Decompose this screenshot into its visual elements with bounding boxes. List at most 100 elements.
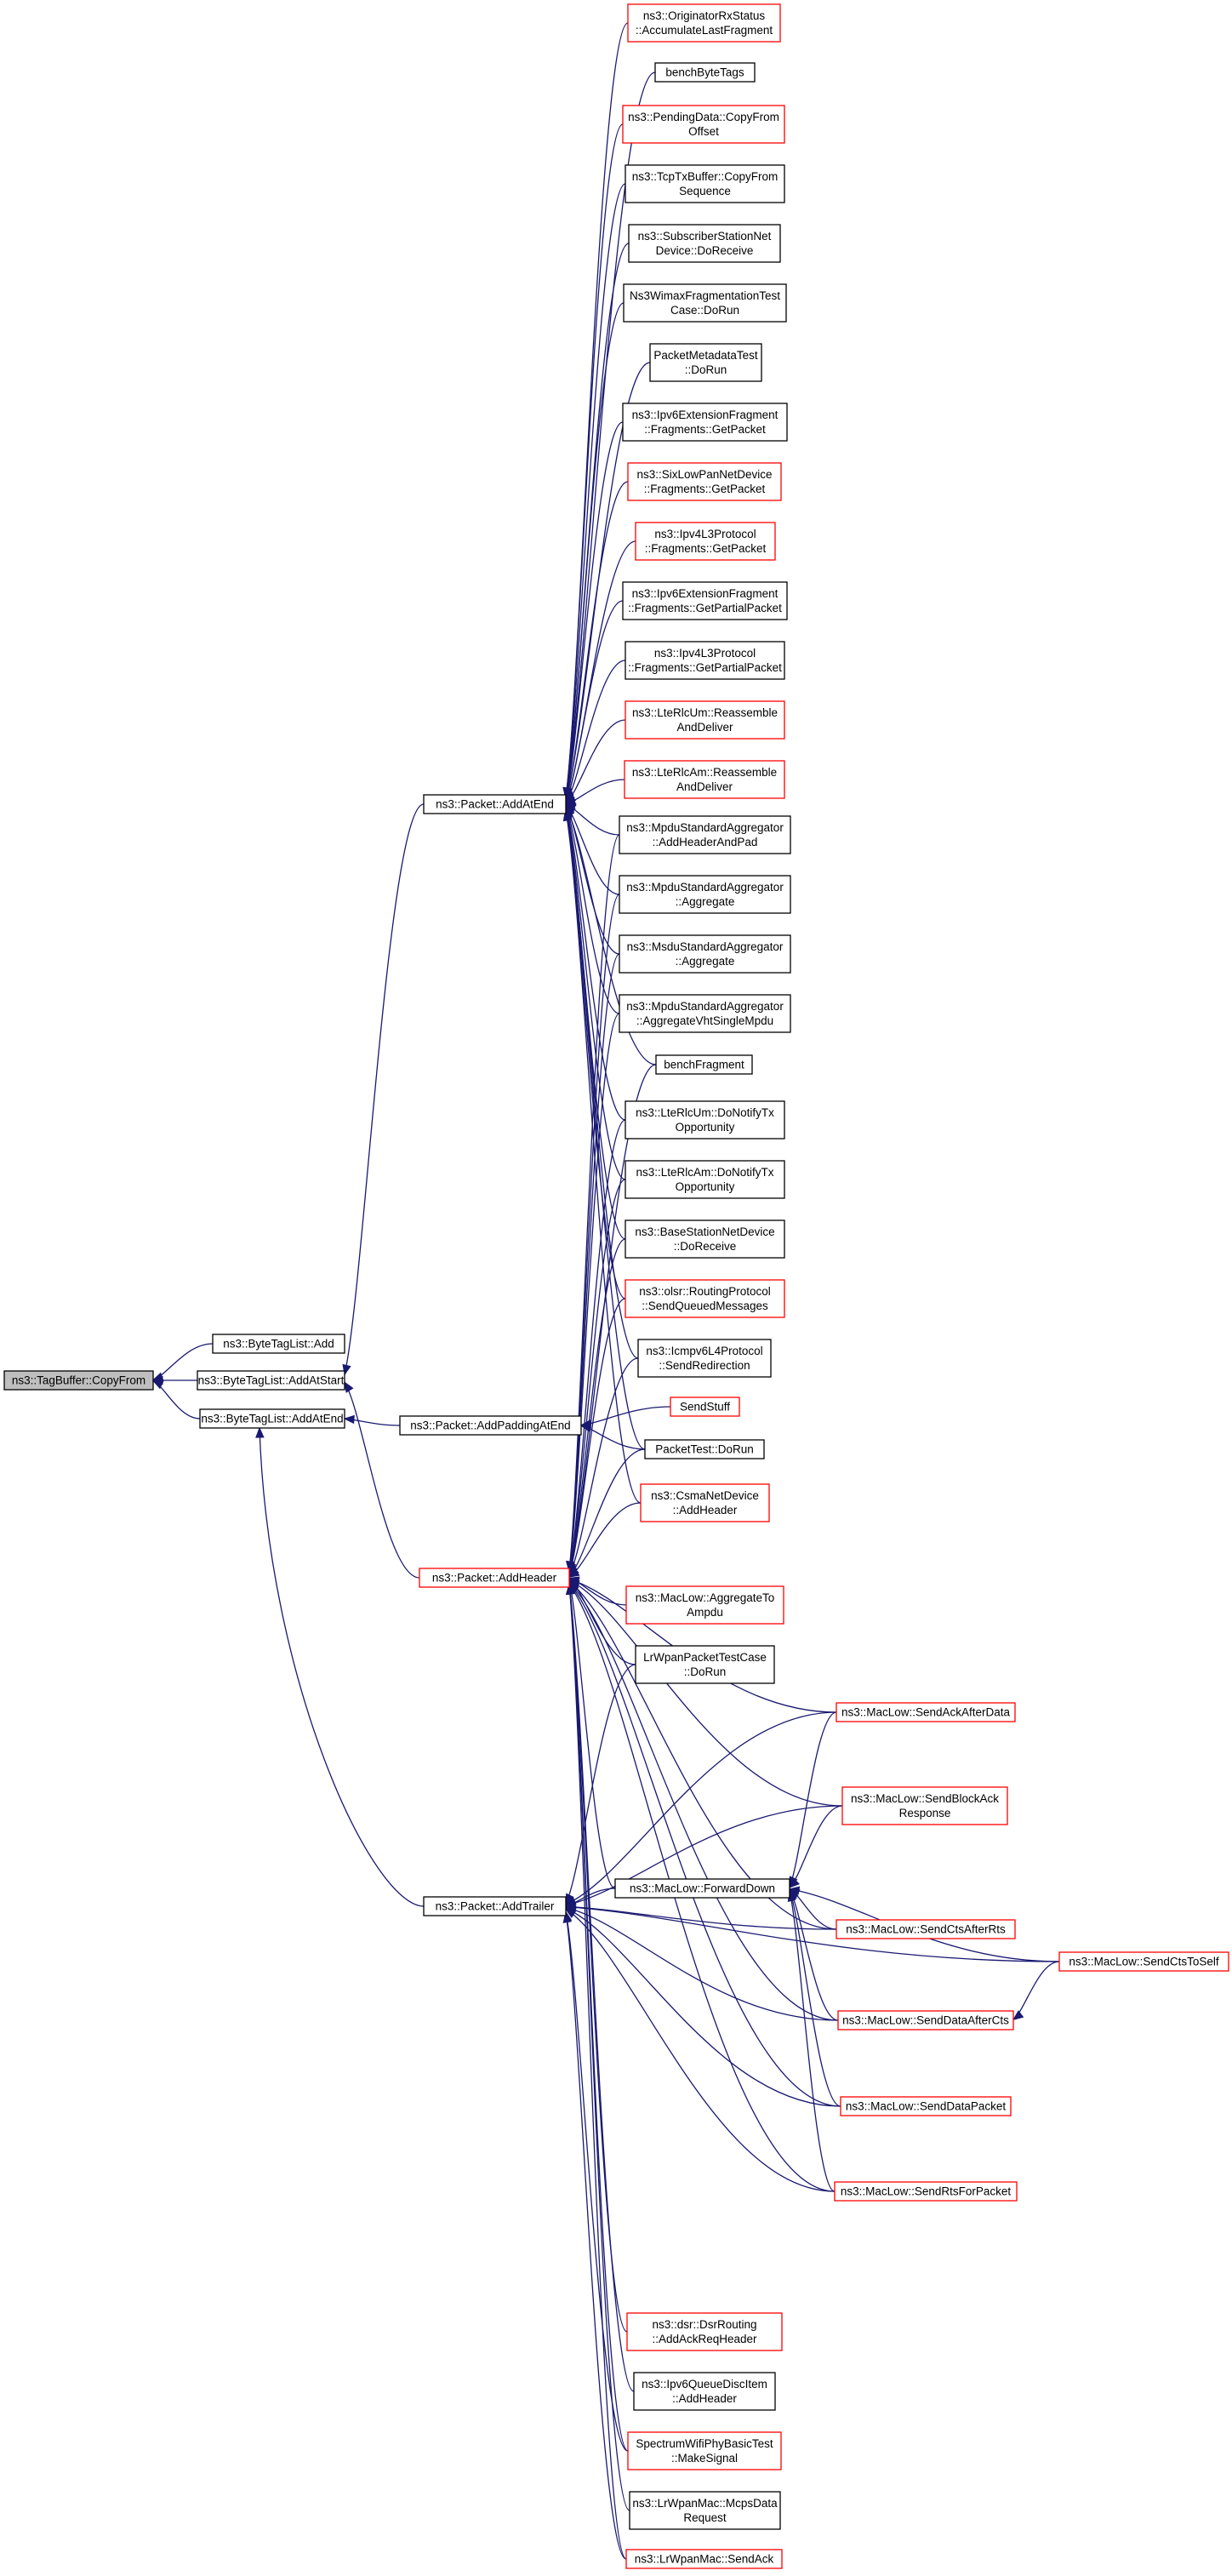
node-box: [640, 1483, 770, 1522]
node-box: [619, 815, 791, 854]
node-label: ns3::BaseStationNetDevice: [635, 1225, 774, 1238]
node-label: Device::DoReceive: [656, 244, 754, 257]
node-box: [199, 1408, 345, 1429]
node-box: [625, 1279, 785, 1318]
edge-n6-to-n2: [344, 1381, 420, 1579]
node-n44[interactable]: ns3::MacLow::SendRtsForPacket: [834, 2181, 1018, 2202]
node-n4[interactable]: ns3::Packet::AddAtEnd: [423, 794, 567, 814]
node-n29[interactable]: ns3::BaseStationNetDevice::DoReceive: [625, 1219, 785, 1259]
node-box: [629, 2491, 781, 2530]
node-label: PacketTest::DoRun: [655, 1443, 754, 1456]
node-n30[interactable]: ns3::olsr::RoutingProtocol::SendQueuedMe…: [625, 1279, 785, 1318]
node-n26[interactable]: benchFragment: [655, 1054, 753, 1075]
edge-n37-to-n7: [565, 1711, 837, 1905]
node-n3[interactable]: ns3::ByteTagList::AddAtEnd: [199, 1408, 345, 1429]
edge-n39-to-n6: [568, 1580, 616, 1889]
node-n25[interactable]: ns3::MpduStandardAggregator::AggregateVh…: [619, 994, 791, 1033]
node-box: [619, 934, 791, 974]
node-label: ns3::olsr::RoutingProtocol: [639, 1285, 771, 1298]
node-n15[interactable]: ns3::Ipv6ExtensionFragment::Fragments::G…: [622, 403, 788, 442]
edge-n28-to-n4: [565, 808, 626, 1180]
node-n43[interactable]: ns3::MacLow::SendDataPacket: [840, 2096, 1012, 2116]
node-n49[interactable]: ns3::LrWpanMac::SendAck: [625, 2549, 783, 2569]
node-box: [841, 1786, 1008, 1825]
node-box: [1058, 1951, 1229, 1972]
edge-n31-to-n6: [568, 1357, 639, 1576]
node-n8[interactable]: ns3::OriginatorRxStatus::AccumulateLastF…: [627, 3, 781, 43]
node-label: LrWpanPacketTestCase: [643, 1651, 767, 1664]
node-label: ns3::MacLow::SendRtsForPacket: [841, 2185, 1012, 2198]
call-edges: [151, 22, 1060, 2560]
node-n7[interactable]: ns3::Packet::AddTrailer: [423, 1896, 567, 1916]
node-n5[interactable]: ns3::Packet::AddPaddingAtEnd: [399, 1415, 582, 1436]
node-n45[interactable]: ns3::dsr::DsrRouting::AddAckReqHeader: [626, 2312, 783, 2351]
node-n36[interactable]: LrWpanPacketTestCase::DoRun: [635, 1645, 775, 1684]
node-box: [625, 1585, 784, 1625]
node-box: [626, 2312, 783, 2351]
node-label: Request: [683, 2511, 727, 2524]
node-n41[interactable]: ns3::MacLow::SendCtsToSelf: [1058, 1951, 1229, 1972]
node-n23[interactable]: ns3::MpduStandardAggregator::Aggregate: [619, 875, 791, 914]
node-label: ns3::ByteTagList::AddAtEnd: [201, 1413, 343, 1425]
arrowhead: [151, 1379, 164, 1390]
node-n37[interactable]: ns3::MacLow::SendAckAfterData: [836, 1702, 1016, 1722]
node-n42[interactable]: ns3::MacLow::SendDataAfterCts: [837, 2010, 1014, 2031]
node-n16[interactable]: ns3::SixLowPanNetDevice::Fragments::GetP…: [627, 462, 782, 501]
node-box: [644, 1439, 765, 1459]
node-n14[interactable]: PacketMetadataTest::DoRun: [649, 343, 762, 382]
node-n2[interactable]: ns3::ByteTagList::AddAtStart: [197, 1370, 345, 1391]
node-label: ns3::Ipv4L3Protocol: [654, 528, 756, 540]
node-box: [419, 1568, 570, 1588]
node-n39[interactable]: ns3::MacLow::ForwardDown: [614, 1878, 790, 1899]
node-n0[interactable]: ns3::TagBuffer::CopyFrom: [3, 1370, 154, 1391]
edge-n43-to-n6: [568, 1582, 841, 2107]
node-n18[interactable]: ns3::Ipv6ExtensionFragment::Fragments::G…: [622, 581, 788, 620]
node-n1[interactable]: ns3::ByteTagList::Add: [212, 1334, 345, 1354]
edge-n37-to-n39: [789, 1711, 837, 1888]
node-n22[interactable]: ns3::MpduStandardAggregator::AddHeaderAn…: [619, 815, 791, 854]
node-label: ns3::MpduStandardAggregator: [626, 821, 784, 834]
node-box: [836, 1702, 1016, 1722]
node-box: [614, 1878, 790, 1899]
node-n34[interactable]: ns3::CsmaNetDevice::AddHeader: [640, 1483, 770, 1522]
edge-n25-to-n4: [565, 806, 620, 1014]
edge-n48-to-n6: [568, 1584, 630, 2511]
node-box: [212, 1334, 345, 1354]
edge-n19-to-n4: [565, 660, 626, 803]
node-n9[interactable]: benchByteTags: [654, 62, 756, 83]
edge-n33-to-n4: [565, 810, 646, 1450]
node-n32[interactable]: SendStuff: [670, 1397, 740, 1417]
node-n6[interactable]: ns3::Packet::AddHeader: [419, 1568, 570, 1588]
node-n24[interactable]: ns3::MsduStandardAggregator::Aggregate: [619, 934, 791, 974]
node-n33[interactable]: PacketTest::DoRun: [644, 1439, 765, 1459]
node-label: ns3::LrWpanMac::McpsData: [632, 2497, 778, 2510]
node-label: ns3::SubscriberStationNet: [638, 230, 772, 243]
node-label: ns3::Ipv6QueueDiscItem: [642, 2378, 767, 2390]
node-n12[interactable]: ns3::SubscriberStationNetDevice::DoRecei…: [628, 224, 781, 263]
node-n17[interactable]: ns3::Ipv4L3Protocol::Fragments::GetPacke…: [635, 522, 776, 561]
call-nodes: ns3::TagBuffer::CopyFromns3::ByteTagList…: [3, 3, 1229, 2569]
node-n47[interactable]: SpectrumWifiPhyBasicTest::MakeSignal: [627, 2431, 782, 2470]
node-n19[interactable]: ns3::Ipv4L3Protocol::Fragments::GetParti…: [625, 641, 785, 680]
node-n40[interactable]: ns3::MacLow::SendCtsAfterRts: [836, 1919, 1016, 1939]
arrowhead: [789, 1877, 800, 1888]
node-n46[interactable]: ns3::Ipv6QueueDiscItem::AddHeader: [633, 2372, 776, 2411]
node-label: Opportunity: [676, 1180, 735, 1193]
node-label: ns3::OriginatorRxStatus: [643, 9, 766, 22]
node-box: [619, 875, 791, 914]
node-n31[interactable]: ns3::Icmpv6L4Protocol::SendRedirection: [637, 1339, 772, 1378]
node-box: [3, 1370, 154, 1391]
node-label: ::Aggregate: [676, 955, 735, 968]
node-box: [627, 2431, 782, 2470]
